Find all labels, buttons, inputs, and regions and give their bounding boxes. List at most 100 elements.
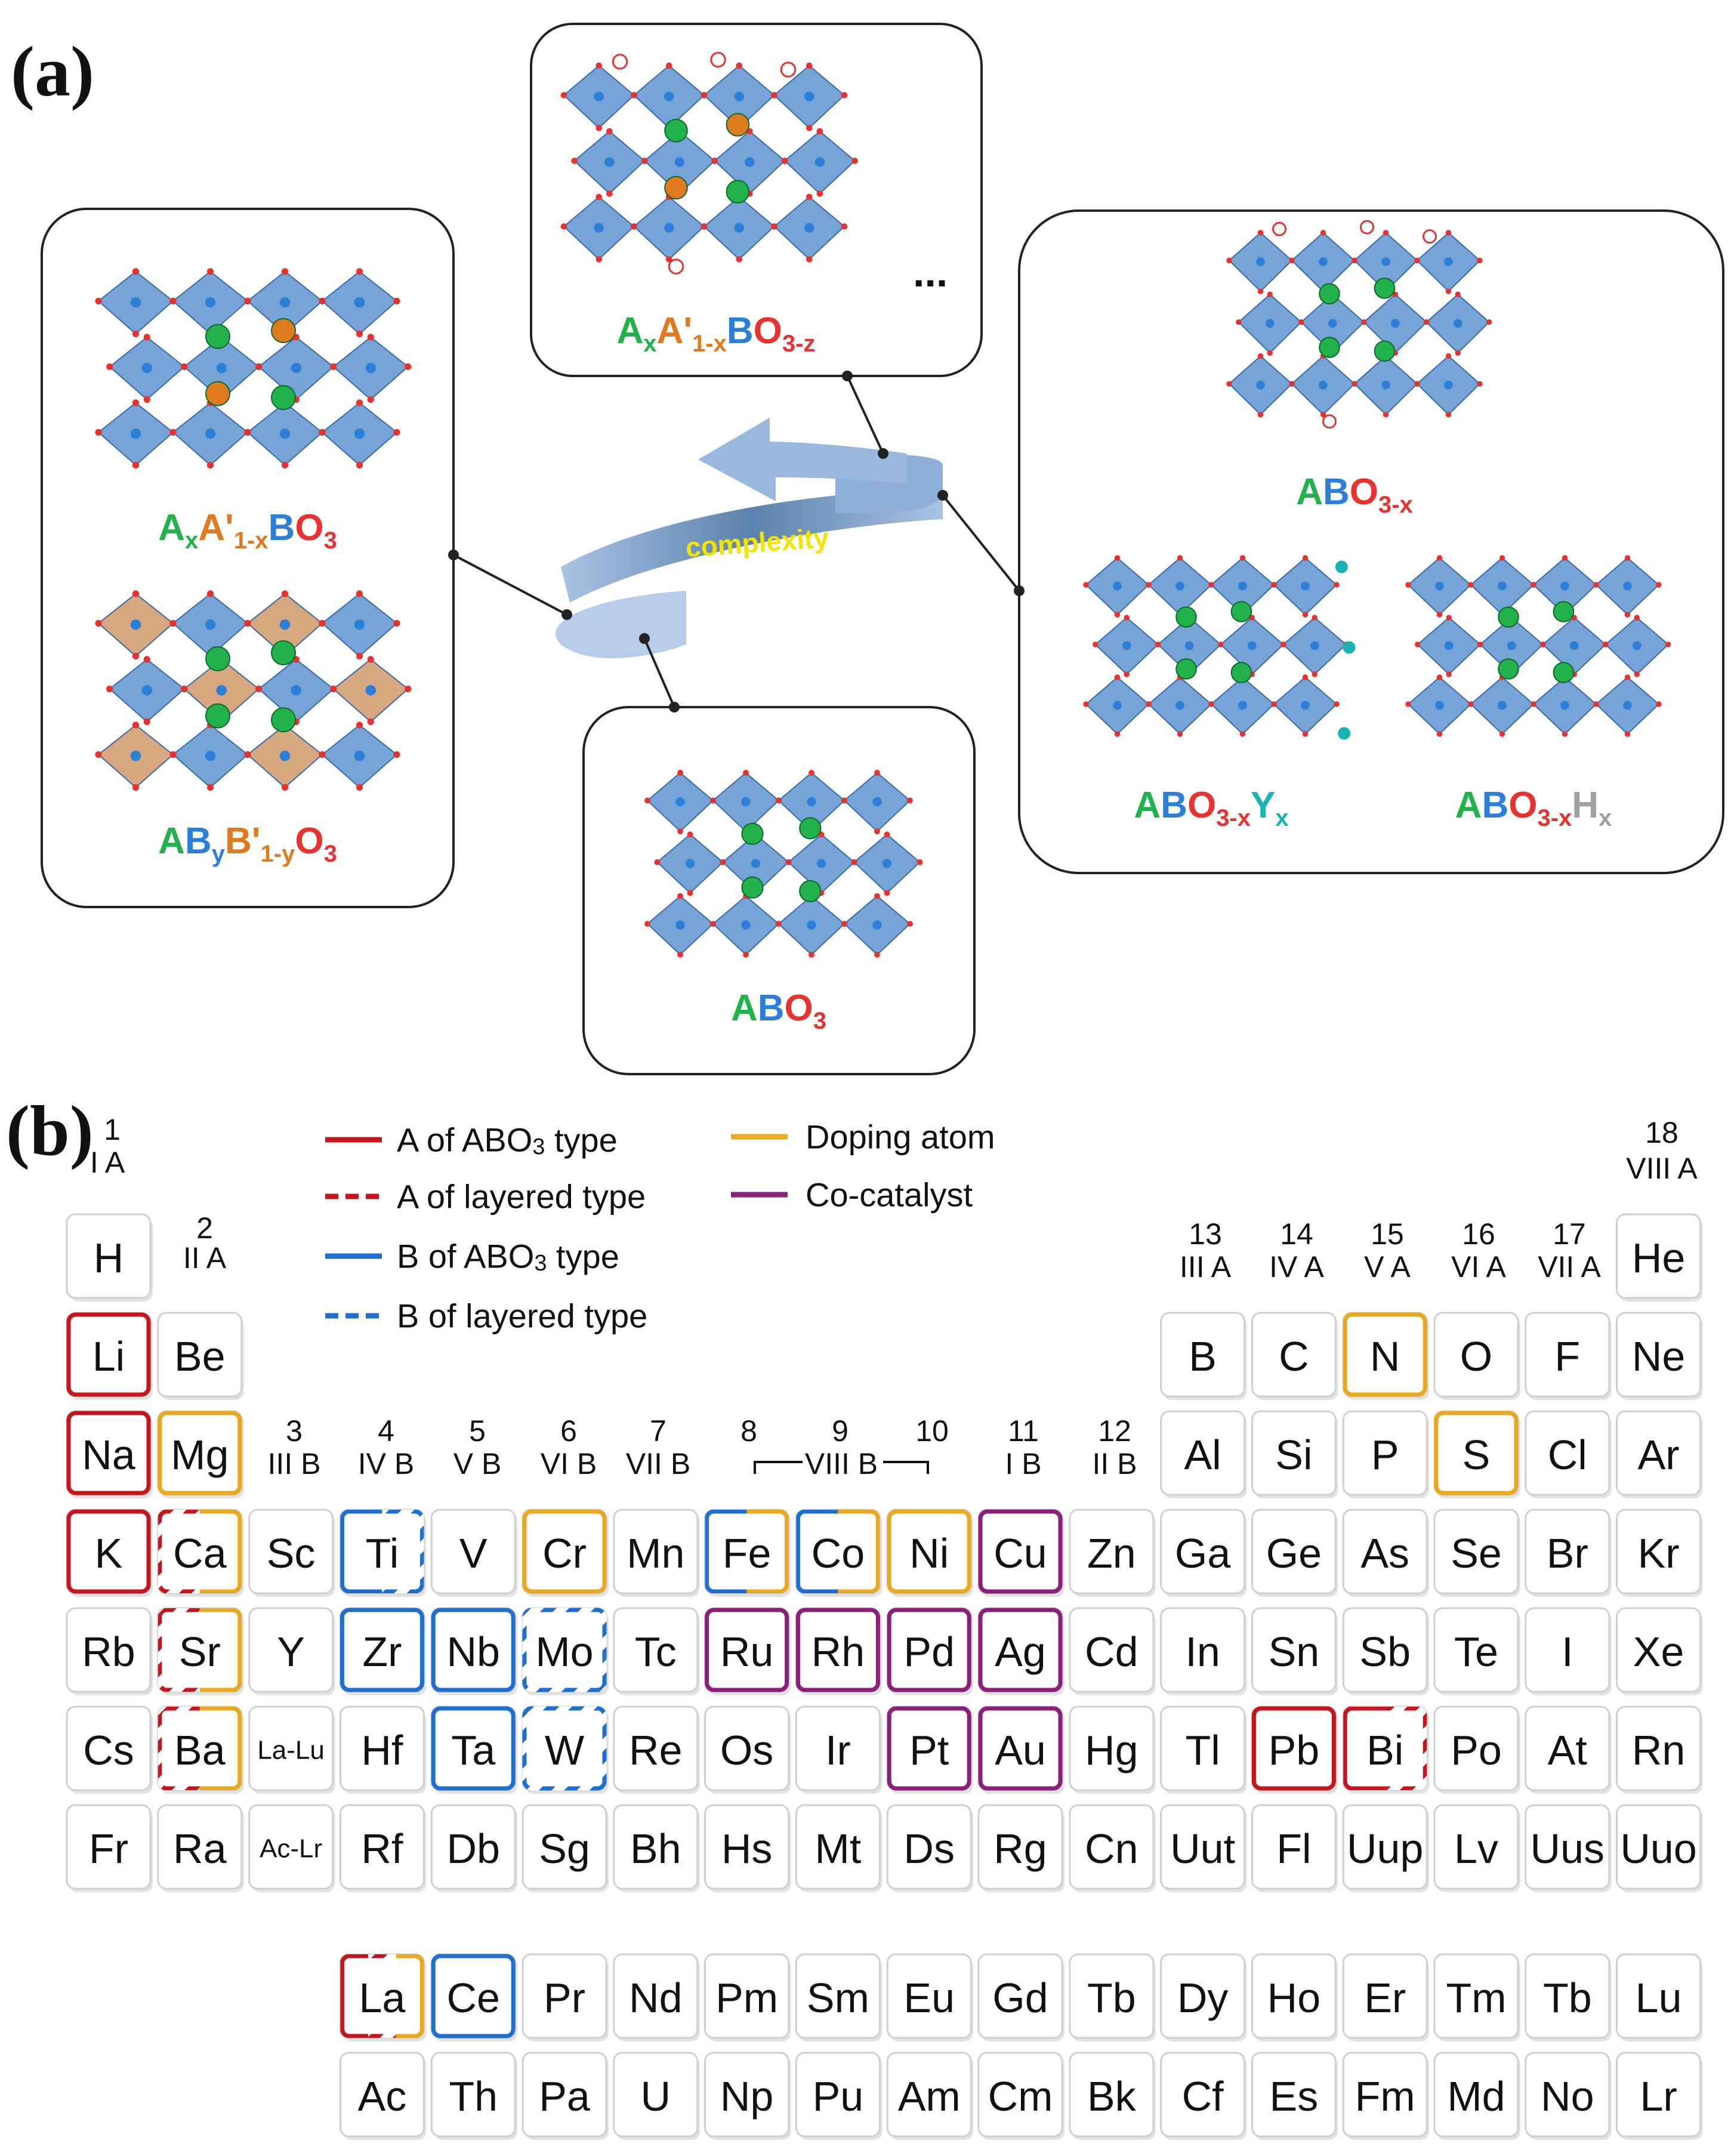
element-symbol: Rb xyxy=(82,1628,135,1675)
element-symbol: Uup xyxy=(1347,1825,1423,1872)
element-be: Be xyxy=(157,1312,244,1400)
legend: A of ABO3 type A of layered type B of AB… xyxy=(325,1118,995,1335)
element-symbol: V xyxy=(459,1530,487,1577)
box-right xyxy=(1018,209,1724,874)
group-12-roman: II B xyxy=(1092,1447,1137,1480)
element-symbol: Pd xyxy=(903,1628,955,1675)
element-symbol: No xyxy=(1541,2073,1594,2120)
element-re: Re xyxy=(613,1705,700,1794)
formula-right-2: ABO3-xYx xyxy=(1134,785,1288,831)
element-symbol: Au xyxy=(995,1727,1046,1773)
element-symbol: Ca xyxy=(173,1530,227,1577)
element-bk: Bk xyxy=(1069,2052,1156,2140)
element-sm: Sm xyxy=(795,1953,883,2041)
group-6-roman: VI B xyxy=(541,1447,597,1480)
element-fl: Fl xyxy=(1251,1804,1338,1892)
element-s: S xyxy=(1433,1410,1520,1498)
element-kr: Kr xyxy=(1616,1509,1703,1597)
element-dy: Dy xyxy=(1160,1953,1247,2041)
element-symbol: Li xyxy=(92,1333,125,1380)
element-nb: Nb xyxy=(430,1607,518,1695)
element-mg: Mg xyxy=(157,1410,244,1498)
element-symbol: F xyxy=(1554,1333,1580,1380)
group-6-number: 6 xyxy=(560,1414,577,1448)
element-symbol: Na xyxy=(82,1432,135,1478)
element-symbol: Cm xyxy=(988,2073,1053,2120)
element-symbol: Nd xyxy=(629,1975,682,2021)
element-symbol: Zn xyxy=(1087,1530,1136,1577)
connectors xyxy=(448,371,1025,713)
element-eu: Eu xyxy=(886,1953,974,2041)
group-7-roman: VII B xyxy=(626,1447,690,1480)
panel-a-label: (a) xyxy=(11,32,94,111)
element-co: Co xyxy=(795,1509,883,1597)
element-h: H xyxy=(66,1213,153,1301)
element-symbol: B xyxy=(1189,1333,1217,1380)
group-11-number: 11 xyxy=(1008,1414,1039,1448)
legend-a-abo3: A of ABO3 type xyxy=(397,1121,618,1160)
element-symbol: La xyxy=(359,1975,405,2021)
element-symbol: Mg xyxy=(171,1432,229,1478)
group-15-roman: V A xyxy=(1364,1250,1411,1284)
element-pd: Pd xyxy=(886,1607,974,1695)
element-symbol: Cl xyxy=(1548,1432,1587,1478)
element-symbol: Eu xyxy=(903,1975,955,2021)
formula-top: AxA'1-xBO3-z xyxy=(617,310,816,357)
element-p: P xyxy=(1342,1410,1430,1498)
element-ar: Ar xyxy=(1616,1410,1703,1498)
element-gd: Gd xyxy=(977,1953,1064,2041)
element-symbol: Pb xyxy=(1269,1727,1320,1773)
element-symbol: P xyxy=(1371,1432,1399,1478)
element-sg: Sg xyxy=(522,1804,609,1892)
element-tb: Tb xyxy=(1525,1953,1612,2041)
element-symbol: S xyxy=(1462,1432,1491,1478)
element-lr: Lr xyxy=(1616,2052,1703,2140)
element-symbol: U xyxy=(641,2073,671,2120)
element-symbol: C xyxy=(1279,1333,1309,1380)
group-18-number: 18 xyxy=(1645,1116,1678,1149)
element-symbol: Fl xyxy=(1276,1825,1311,1872)
element-ag: Ag xyxy=(977,1607,1064,1695)
element-np: Np xyxy=(704,2052,791,2140)
element-symbol: Cr xyxy=(542,1530,587,1577)
element-symbol: Sg xyxy=(539,1825,590,1872)
element-hs: Hs xyxy=(704,1804,791,1892)
group-5-roman: V B xyxy=(453,1447,502,1480)
formula-left-1: AxA'1-xBO3 xyxy=(158,507,337,554)
element-symbol: Si xyxy=(1275,1432,1312,1478)
element-symbol: Po xyxy=(1451,1727,1502,1773)
element-symbol: Tc xyxy=(635,1628,677,1675)
formula-left-2: AByB'1-yO3 xyxy=(158,821,337,867)
element-ca: Ca xyxy=(157,1509,244,1597)
element-cn: Cn xyxy=(1069,1804,1156,1892)
element-cf: Cf xyxy=(1160,2052,1247,2140)
element-te: Te xyxy=(1433,1607,1520,1695)
element-symbol: H xyxy=(94,1235,124,1281)
element-n: N xyxy=(1342,1312,1430,1400)
element-symbol: Rg xyxy=(993,1825,1047,1872)
element-symbol: Lr xyxy=(1640,2073,1677,2120)
element-v: V xyxy=(430,1509,518,1597)
element-symbol: Nb xyxy=(446,1628,499,1675)
group-13-number: 13 xyxy=(1189,1217,1222,1251)
element-symbol: Lv xyxy=(1454,1825,1498,1872)
element-xe: Xe xyxy=(1616,1607,1703,1695)
element-symbol: Co xyxy=(811,1530,865,1577)
element-symbol: Hs xyxy=(721,1825,773,1872)
element-symbol: Ge xyxy=(1266,1530,1322,1577)
element-cu: Cu xyxy=(977,1509,1064,1597)
crystal-structures xyxy=(95,51,1671,958)
group-2-roman: II A xyxy=(183,1241,227,1275)
element-ir: Ir xyxy=(795,1705,883,1794)
element-symbol: Xe xyxy=(1633,1628,1684,1675)
element-rf: Rf xyxy=(339,1804,427,1892)
element-li: Li xyxy=(66,1312,153,1400)
element-sc: Sc xyxy=(248,1509,335,1597)
element-md: Md xyxy=(1433,2052,1520,2140)
element-f: F xyxy=(1525,1312,1612,1400)
element-symbol: Rn xyxy=(1632,1727,1685,1773)
group-labels: 1 I A 2 II A 3 III B 4 IV B 5 V B 6 VI B… xyxy=(90,1113,1698,1480)
element-u: U xyxy=(613,2052,700,2140)
element-symbol: Lu xyxy=(1636,1975,1682,2021)
